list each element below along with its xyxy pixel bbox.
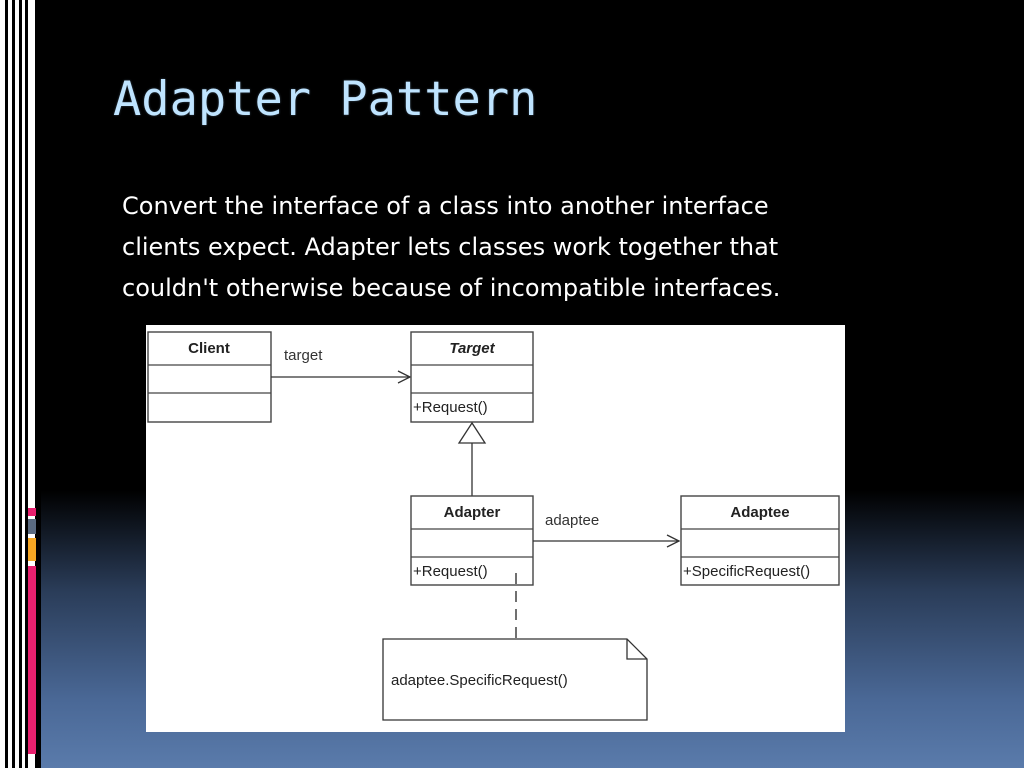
accent-pink-bar [28, 566, 36, 754]
description-line: couldn't otherwise because of incompatib… [122, 274, 781, 302]
description-line: Convert the interface of a class into an… [122, 192, 769, 220]
adapter-class-box: Adapter +Request() [410, 495, 534, 586]
decor-bar [5, 0, 8, 768]
adaptee-class-name: Adaptee [730, 504, 789, 521]
adapter-class-name: Adapter [444, 504, 501, 521]
description-line: clients expect. Adapter lets classes wor… [122, 233, 779, 261]
accent-orange [28, 538, 36, 561]
left-decor-strip [0, 0, 41, 768]
decor-bar [25, 0, 28, 768]
target-operation: +Request() [413, 399, 488, 416]
client-class-box: Client [147, 331, 272, 423]
adaptee-operation: +SpecificRequest() [683, 563, 810, 580]
client-class-name: Client [188, 340, 230, 357]
decor-bar [19, 0, 22, 768]
association-label-target: target [284, 347, 323, 364]
target-class-name: Target [449, 340, 495, 357]
decor-bar [12, 0, 15, 768]
slide-description: Convert the interface of a class into an… [122, 186, 922, 309]
slide-title: Adapter Pattern [113, 72, 538, 127]
association-label-adaptee: adaptee [545, 512, 599, 529]
adaptee-class-box: Adaptee +SpecificRequest() [680, 495, 840, 586]
implementation-note: adaptee.SpecificRequest() [382, 638, 648, 721]
accent-pink-top [28, 508, 36, 516]
target-class-box: Target +Request() [410, 331, 534, 423]
adapter-operation: +Request() [413, 563, 488, 580]
note-text: adaptee.SpecificRequest() [391, 672, 568, 689]
generalization-triangle [457, 421, 487, 444]
uml-diagram: Client target Target +Request() Adapter … [146, 325, 845, 732]
accent-slate [28, 519, 36, 534]
decor-bar [35, 0, 41, 768]
